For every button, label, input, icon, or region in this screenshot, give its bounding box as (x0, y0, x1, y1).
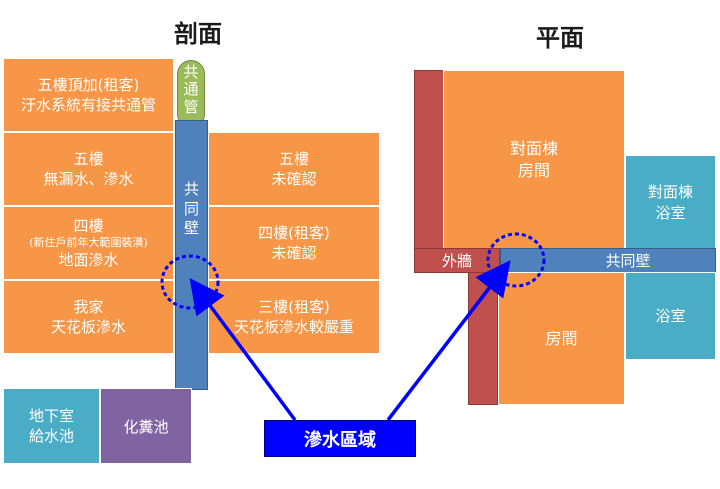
floor-4-left: 四樓 (新住戶前年大範圍裝潢) 地面滲水 (3, 206, 174, 280)
floor-label: 四樓(租客) (258, 223, 330, 242)
room-label: 房間 (545, 328, 578, 348)
floor-note: 天花板滲水 (50, 318, 126, 336)
floor-label: 五樓 (278, 149, 309, 168)
floor-label: 五樓 (73, 149, 104, 168)
wall-char: 壁 (183, 219, 199, 237)
room-label: 對面棟 (509, 139, 558, 159)
outer-wall-label: 外牆 (441, 252, 472, 270)
plan-title: 平面 (536, 24, 584, 52)
common-pipe (177, 60, 205, 128)
floor-note: 汙水系統有接共通管 (20, 96, 156, 114)
floor-label: 我家 (73, 297, 104, 316)
section-title: 剖面 (174, 20, 222, 48)
wall-char: 共 (183, 180, 199, 198)
floor-label: 三樓(租客) (258, 297, 330, 316)
leak-circle-plan (486, 232, 546, 288)
floor-note: 未確認 (271, 170, 317, 188)
bath-label: 浴室 (655, 306, 686, 325)
leak-circle-section (160, 254, 220, 310)
common-pipe-label: 共 通 管 (177, 63, 205, 116)
pipe-char: 共 (183, 63, 199, 81)
septic-label: 化糞池 (123, 417, 169, 436)
floor-label: 四樓 (73, 216, 104, 235)
bath-label: 浴室 (655, 203, 686, 222)
floor-5-rooftop-left: 五樓頂加(租客) 汙水系統有接共通管 (3, 58, 174, 132)
septic-tank: 化糞池 (100, 388, 192, 464)
shared-wall-vertical-label: 共 同 壁 (175, 180, 208, 239)
leak-area-text: 滲水區域 (304, 429, 376, 451)
opposite-room: 對面棟 房間 (443, 70, 625, 250)
bath-label: 對面棟 (647, 183, 693, 202)
arrow-to-section (189, 277, 297, 422)
pipe-char: 通 (183, 80, 199, 99)
pipe-char: 管 (183, 97, 199, 116)
floor-subnote: (新住戶前年大範圍裝潢) (29, 235, 148, 249)
floor-note: 未確認 (271, 244, 317, 262)
floor-note: 無漏水、滲水 (43, 170, 134, 188)
leak-area-label: 滲水區域 (264, 420, 416, 457)
wall-char: 同 (183, 199, 199, 218)
room: 房間 (498, 272, 625, 405)
floor-4-right: 四樓(租客) 未確認 (208, 206, 380, 280)
floor-label: 五樓頂加(租客) (37, 75, 140, 94)
bath: 浴室 (625, 272, 716, 360)
room-label: 房間 (517, 161, 550, 180)
basement-water-tank: 地下室 給水池 (3, 388, 100, 464)
floor-5-left: 五樓 無漏水、滲水 (3, 132, 174, 206)
tank-label: 地下室 (28, 406, 74, 425)
tank-label: 給水池 (28, 427, 74, 445)
floor-5-right: 五樓 未確認 (208, 132, 380, 206)
my-home-floor: 我家 天花板滲水 (3, 280, 174, 354)
floor-note: 地面滲水 (58, 251, 119, 270)
shared-wall-label: 共同壁 (605, 252, 651, 270)
floor-note: 天花板滲水較嚴重 (233, 318, 354, 336)
outer-wall-top (414, 70, 444, 250)
arrow-to-plan (386, 260, 511, 422)
